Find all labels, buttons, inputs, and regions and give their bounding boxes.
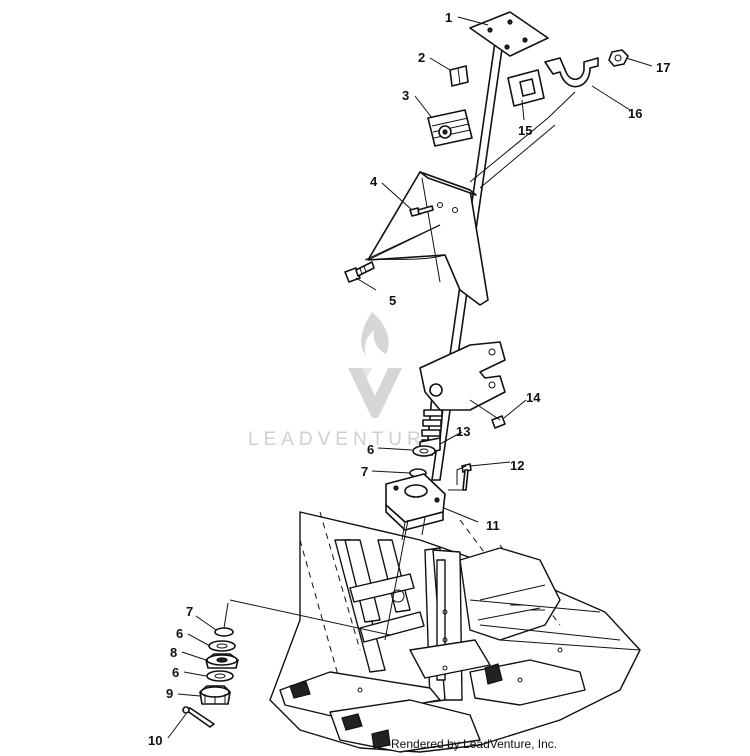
callout-6-lower-a: 6 bbox=[176, 626, 183, 641]
part-17-nut bbox=[608, 49, 629, 67]
callout-7-lower: 7 bbox=[186, 604, 193, 619]
part-11-steering-base bbox=[385, 473, 446, 541]
watermark-logo: LEADVENTURE bbox=[248, 312, 443, 450]
part-12-bolt bbox=[461, 463, 472, 491]
callout-11: 11 bbox=[486, 518, 500, 533]
callout-9: 9 bbox=[166, 686, 173, 701]
part-8-nut bbox=[205, 653, 239, 669]
part-2-bushing bbox=[449, 65, 469, 87]
callout-14: 14 bbox=[526, 390, 541, 405]
callout-4: 4 bbox=[370, 174, 378, 189]
render-credit: Rendered by LeadVenture, Inc. bbox=[391, 737, 558, 751]
part-6-washer-lower-b bbox=[206, 670, 234, 682]
part-4-bolt bbox=[409, 205, 434, 217]
callout-17: 17 bbox=[656, 60, 670, 75]
part-14-screw bbox=[491, 415, 506, 429]
callout-7: 7 bbox=[361, 464, 368, 479]
callout-6-lower-b: 6 bbox=[172, 665, 179, 680]
watermark-text: LEADVENTURE bbox=[248, 429, 443, 450]
vehicle-frame bbox=[269, 511, 641, 753]
part-5-bolt bbox=[344, 261, 375, 283]
callout-8: 8 bbox=[170, 645, 177, 660]
part-9-castle-nut bbox=[199, 685, 231, 705]
callout-12: 12 bbox=[510, 458, 524, 473]
part-6-washer-upper bbox=[412, 445, 436, 457]
callout-3: 3 bbox=[402, 88, 409, 103]
part-mount-plate bbox=[419, 341, 506, 411]
callout-labels: 1 2 3 4 5 6 7 11 12 13 14 15 16 17 7 6 8… bbox=[148, 10, 670, 748]
part-7-ring-lower bbox=[214, 627, 234, 637]
callout-10: 10 bbox=[148, 733, 162, 748]
callout-16: 16 bbox=[628, 106, 642, 121]
part-16-clamp bbox=[544, 57, 599, 88]
callout-1: 1 bbox=[445, 10, 452, 25]
callout-2: 2 bbox=[418, 50, 425, 65]
part-6-washer-lower-a bbox=[208, 640, 236, 652]
part-15-bearing-block bbox=[507, 69, 545, 107]
part-3-bearing-block bbox=[427, 109, 473, 147]
callout-6: 6 bbox=[367, 442, 374, 457]
callout-15: 15 bbox=[518, 123, 532, 138]
leader-lines bbox=[167, 16, 653, 739]
part-10-cotter-pin bbox=[182, 706, 215, 728]
part-bracket-plate bbox=[367, 171, 489, 306]
callout-13: 13 bbox=[456, 424, 470, 439]
callout-5: 5 bbox=[389, 293, 396, 308]
part-1-top-plate bbox=[469, 11, 549, 57]
